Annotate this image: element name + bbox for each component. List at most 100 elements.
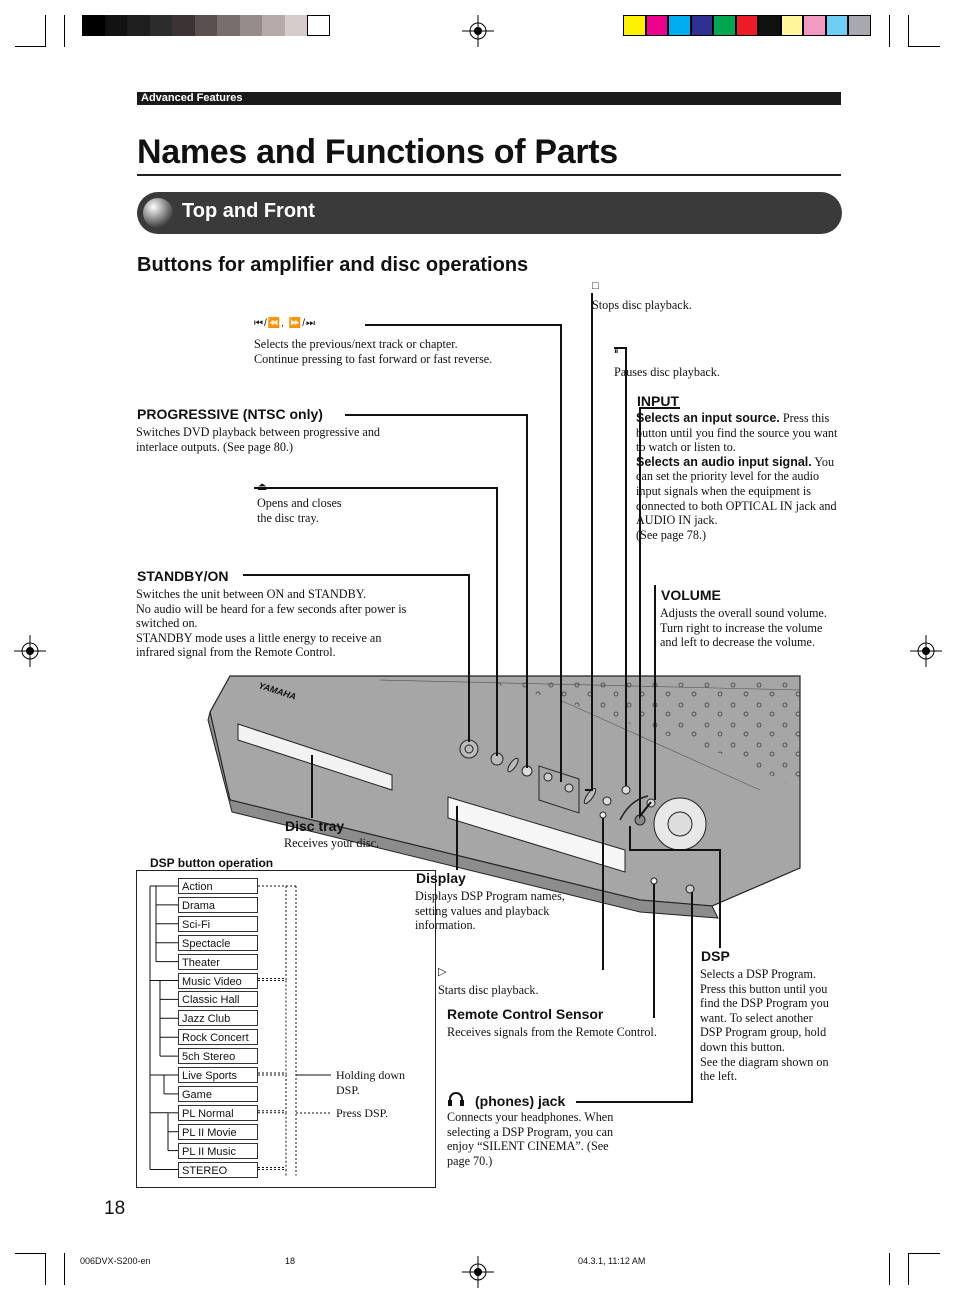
color-swatch (825, 15, 848, 36)
crop-mark (889, 1253, 890, 1285)
grey-swatch (307, 15, 330, 36)
crop-mark (15, 1253, 45, 1254)
color-swatch (803, 15, 826, 36)
color-swatch (735, 15, 758, 36)
dsp-program-item: Classic Hall (178, 991, 258, 1008)
registration-mark (14, 635, 46, 667)
volume-desc: Adjusts the overall sound volume. Turn r… (660, 606, 827, 650)
display-label: Display (416, 870, 466, 886)
dsp-program-item: Jazz Club (178, 1010, 258, 1027)
dsp-program-item: PL Normal (178, 1104, 258, 1121)
dsp-program-item: STEREO (178, 1161, 258, 1178)
color-swatch (848, 15, 871, 36)
phones-desc: Connects your headphones. When selecting… (447, 1110, 614, 1168)
crop-mark (908, 46, 940, 47)
dsp-program-item: PL II Movie (178, 1123, 258, 1140)
dsp-box-title: DSP button operation (146, 856, 278, 870)
footer-page: 18 (285, 1256, 296, 1266)
crop-mark (908, 15, 909, 47)
remote-sensor-desc: Receives signals from the Remote Control… (447, 1025, 657, 1039)
disc-tray-desc: Receives your disc. (284, 836, 380, 850)
crop-mark (64, 1253, 65, 1285)
color-swatch (690, 15, 713, 36)
volume-label: VOLUME (661, 587, 721, 603)
grey-swatch (262, 15, 285, 36)
dsp-program-item: Theater (178, 953, 258, 970)
grey-swatch (284, 15, 307, 36)
input-label: INPUT (637, 393, 679, 409)
footer-file: 006DVX-S200-en (80, 1256, 151, 1266)
color-swatch (780, 15, 803, 36)
page-title: Names and Functions of Parts (137, 133, 618, 171)
legend-press-text: Press DSP. (336, 1106, 389, 1120)
dsp-operation-box (136, 870, 436, 1188)
headphones-icon (448, 1092, 464, 1106)
grey-swatch (172, 15, 195, 36)
remote-sensor-label: Remote Control Sensor (447, 1006, 604, 1022)
dsp-flow-diagram (149, 885, 331, 1176)
dsp-program-item: Drama (178, 896, 258, 913)
color-swatch (758, 15, 781, 36)
subsection-title: Buttons for amplifier and disc operation… (137, 254, 529, 276)
input-bold-2: Selects an audio input signal. (636, 454, 812, 469)
grey-swatch (104, 15, 127, 36)
stop-icon: □ (592, 280, 599, 292)
eject-desc: Opens and closes the disc tray. (257, 496, 342, 525)
crop-mark (908, 1253, 940, 1254)
color-swatch (623, 15, 646, 36)
title-rule (137, 174, 841, 176)
color-swatch (645, 15, 668, 36)
input-desc: Selects an input source. Press this butt… (636, 411, 846, 542)
section-label: Advanced Features (141, 92, 243, 104)
dsp-label: DSP (701, 948, 730, 964)
color-swatch (713, 15, 736, 36)
section-header: Advanced Features (137, 92, 841, 105)
grey-swatch (217, 15, 240, 36)
display-desc: Displays DSP Program names, setting valu… (415, 889, 565, 933)
bullet-ball-icon (143, 198, 173, 228)
grey-swatch (239, 15, 262, 36)
crop-mark (64, 15, 65, 47)
pause-desc: Pauses disc playback. (614, 365, 720, 379)
registration-mark (462, 1256, 494, 1288)
standby-desc: Switches the unit between ON and STANDBY… (136, 587, 407, 660)
grey-swatch (194, 15, 217, 36)
topic-label: Top and Front (182, 200, 315, 222)
dsp-program-item: 5ch Stereo (178, 1048, 258, 1065)
color-swatch (668, 15, 691, 36)
progressive-desc: Switches DVD playback between progressiv… (136, 425, 381, 454)
dsp-program-item: Spectacle (178, 934, 258, 951)
crop-mark (15, 46, 45, 47)
grey-swatch (127, 15, 150, 36)
play-desc: Starts disc playback. (438, 983, 539, 997)
crop-mark (908, 1253, 909, 1285)
grey-swatch (82, 15, 105, 36)
skip-search-desc: Selects the previous/next track or chapt… (254, 337, 493, 366)
play-icon: ▷ (438, 966, 447, 978)
crop-mark (45, 1253, 46, 1285)
dsp-program-item: Music Video (178, 972, 258, 989)
input-text-1: Press this button until you find the sou… (636, 411, 838, 455)
disc-tray-label: Disc tray (285, 818, 345, 834)
dsp-program-item: Action (178, 878, 258, 894)
dsp-program-item: Game (178, 1085, 258, 1102)
progressive-label: PROGRESSIVE (NTSC only) (137, 406, 323, 422)
dsp-program-item: PL II Music (178, 1142, 258, 1159)
stop-desc: Stops disc playback. (592, 298, 692, 312)
legend-hold-text: Holding down DSP. (336, 1068, 405, 1097)
topic-band: Top and Front (137, 192, 842, 234)
grey-swatch (149, 15, 172, 36)
crop-mark (889, 15, 890, 47)
standby-label: STANDBY/ON (137, 568, 229, 584)
skip-search-icon: ⏮/⏪, ⏩/⏭ (254, 318, 317, 329)
page-number: 18 (104, 1198, 126, 1219)
phones-label: (phones) jack (475, 1093, 566, 1109)
registration-mark (462, 15, 494, 47)
input-text-2: You can set the priority level for the a… (636, 454, 837, 542)
dsp-program-item: Rock Concert (178, 1029, 258, 1046)
eject-icon: ⏏ (257, 481, 268, 493)
dsp-desc: Selects a DSP Program. Press this button… (700, 967, 829, 1084)
dsp-program-item: Sci-Fi (178, 915, 258, 932)
registration-mark (910, 635, 942, 667)
